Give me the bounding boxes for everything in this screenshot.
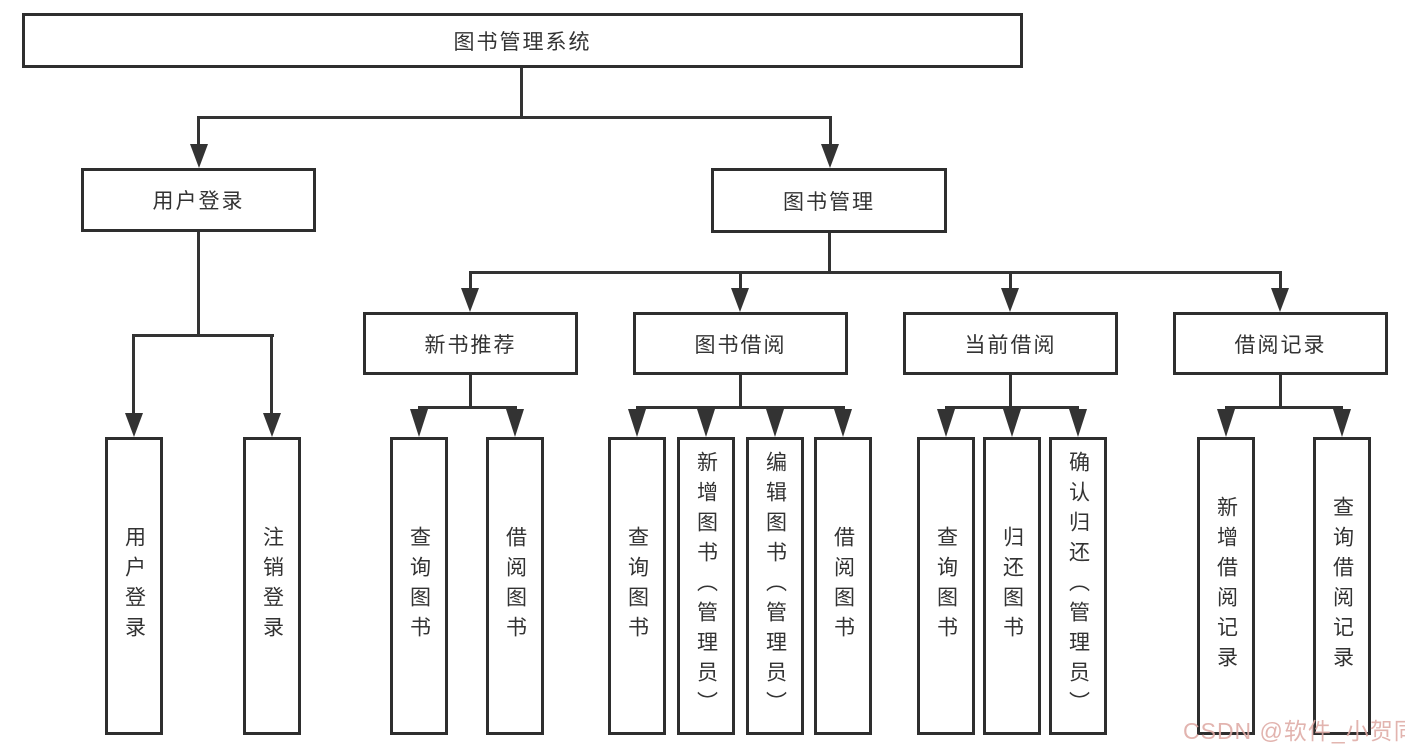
arrowhead-down-icon <box>461 288 479 312</box>
connector-cb-branch <box>945 406 1079 409</box>
leaf-logout-label: 注销登录 <box>260 526 284 646</box>
connector-book-mgmt-stem <box>829 116 832 146</box>
node-book-management-label: 图书管理 <box>783 190 875 214</box>
arrowhead-down-icon <box>1001 288 1019 312</box>
leaf-cb-return-book: 归还图书 <box>983 437 1041 735</box>
leaf-br-query-record: 查询借阅记录 <box>1313 437 1371 735</box>
arrowhead-down-icon <box>1003 409 1021 437</box>
node-new-book-recommend-label: 新书推荐 <box>424 333 517 357</box>
connector-group-stem <box>469 271 472 291</box>
leaf-nbr-query-book: 查询图书 <box>390 437 448 735</box>
leaf-user-login-label: 用户登录 <box>122 526 146 646</box>
arrowhead-down-icon <box>410 409 428 437</box>
leaf-cb-query-book: 查询图书 <box>917 437 975 735</box>
leaf-bb-query-book-label: 查询图书 <box>625 526 649 646</box>
connector-user-login-down <box>197 232 200 336</box>
arrowhead-down-icon <box>821 144 839 168</box>
connector-br-branch <box>1225 406 1343 409</box>
leaf-nbr-borrow-book-label: 借阅图书 <box>503 526 527 646</box>
leaf-bb-query-book: 查询图书 <box>608 437 666 735</box>
leaf-bb-edit-book: 编辑图书（管理员） <box>746 437 804 735</box>
connector-leaf-stem <box>132 334 135 416</box>
leaf-br-add-record: 新增借阅记录 <box>1197 437 1255 735</box>
arrowhead-down-icon <box>766 409 784 437</box>
connector-book-mgmt-branch <box>469 271 1282 274</box>
node-user-login: 用户登录 <box>81 168 316 232</box>
arrowhead-down-icon <box>731 288 749 312</box>
arrowhead-down-icon <box>937 409 955 437</box>
connector-user-login-branch <box>132 334 274 337</box>
node-new-book-recommend: 新书推荐 <box>363 312 578 375</box>
node-book-management: 图书管理 <box>711 168 947 233</box>
node-user-login-label: 用户登录 <box>152 190 245 213</box>
node-root-label: 图书管理系统 <box>453 30 592 54</box>
leaf-cb-confirm-return: 确认归还（管理员） <box>1049 437 1107 735</box>
leaf-cb-return-book-label: 归还图书 <box>1000 526 1024 646</box>
node-current-borrow: 当前借阅 <box>903 312 1118 375</box>
node-current-borrow-label: 当前借阅 <box>964 333 1057 357</box>
connector-book-mgmt-down <box>828 233 831 274</box>
connector-leaf-stem <box>270 334 273 416</box>
connector-group-stem <box>1279 271 1282 291</box>
node-root: 图书管理系统 <box>22 13 1023 68</box>
node-book-borrow-label: 图书借阅 <box>694 333 787 357</box>
connector-bb-branch <box>636 406 845 409</box>
connector-root-stem <box>520 68 523 118</box>
connector-br-down <box>1279 375 1282 409</box>
leaf-bb-borrow-book: 借阅图书 <box>814 437 872 735</box>
leaf-br-query-record-label: 查询借阅记录 <box>1330 496 1354 676</box>
arrowhead-down-icon <box>125 413 143 437</box>
connector-group-stem <box>739 271 742 291</box>
csdn-watermark: CSDN @软件_小贺同学 <box>1183 718 1405 744</box>
leaf-nbr-borrow-book: 借阅图书 <box>486 437 544 735</box>
leaf-bb-add-book: 新增图书（管理员） <box>677 437 735 735</box>
arrowhead-down-icon <box>834 409 852 437</box>
leaf-nbr-query-book-label: 查询图书 <box>407 526 431 646</box>
connector-bb-down <box>739 375 742 409</box>
connector-nbr-branch <box>418 406 517 409</box>
arrowhead-down-icon <box>1217 409 1235 437</box>
arrowhead-down-icon <box>190 144 208 168</box>
connector-user-login-stem <box>197 116 200 146</box>
node-borrow-record-label: 借阅记录 <box>1234 333 1327 357</box>
connector-root-branch <box>197 116 832 119</box>
leaf-cb-confirm-return-label: 确认归还（管理员） <box>1066 451 1090 721</box>
arrowhead-down-icon <box>1333 409 1351 437</box>
arrowhead-down-icon <box>1069 409 1087 437</box>
leaf-bb-edit-book-label: 编辑图书（管理员） <box>763 451 787 721</box>
arrowhead-down-icon <box>628 409 646 437</box>
arrowhead-down-icon <box>1271 288 1289 312</box>
leaf-user-login: 用户登录 <box>105 437 163 735</box>
connector-group-stem <box>1009 271 1012 291</box>
node-borrow-record: 借阅记录 <box>1173 312 1388 375</box>
connector-cb-down <box>1009 375 1012 409</box>
leaf-br-add-record-label: 新增借阅记录 <box>1214 496 1238 676</box>
connector-nbr-down <box>469 375 472 409</box>
leaf-bb-add-book-label: 新增图书（管理员） <box>694 451 718 721</box>
leaf-bb-borrow-book-label: 借阅图书 <box>831 526 855 646</box>
node-book-borrow: 图书借阅 <box>633 312 848 375</box>
arrowhead-down-icon <box>697 409 715 437</box>
leaf-cb-query-book-label: 查询图书 <box>934 526 958 646</box>
arrowhead-down-icon <box>263 413 281 437</box>
leaf-logout: 注销登录 <box>243 437 301 735</box>
arrowhead-down-icon <box>506 409 524 437</box>
